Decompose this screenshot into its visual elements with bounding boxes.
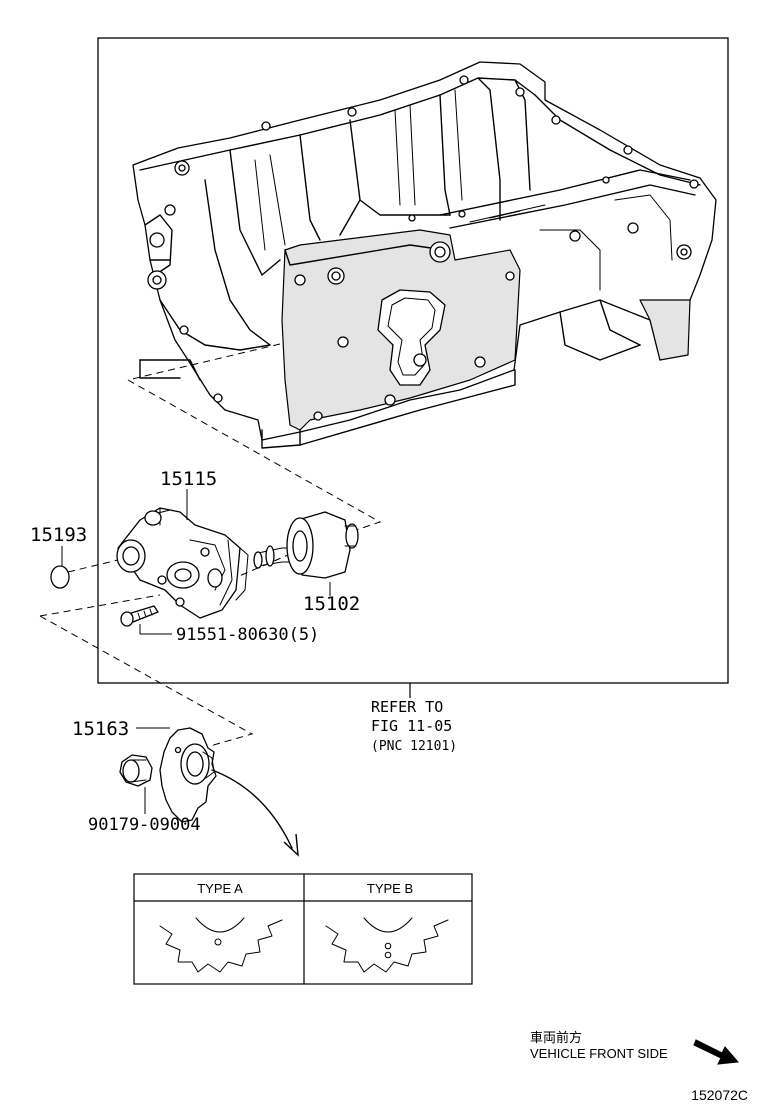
detail-arrow [211, 769, 293, 849]
vehicle-front-arrow-icon [693, 1039, 740, 1065]
label-15163: 15163 [72, 718, 129, 740]
bolt-part[interactable] [120, 605, 159, 627]
label-15115: 15115 [160, 468, 217, 490]
label-15193: 15193 [30, 524, 87, 546]
type-b-sprocket-icon [325, 917, 449, 973]
refer-line-3: (PNC 12101) [371, 739, 457, 754]
rotor-part[interactable] [253, 511, 359, 579]
reference-frame [97, 37, 729, 684]
type-a-label: TYPE A [197, 881, 243, 896]
oil-pump-part[interactable] [116, 507, 249, 619]
label-91551: 91551-80630(5) [176, 625, 319, 645]
label-90179: 90179-09004 [88, 815, 201, 835]
detail-arrowhead [283, 833, 299, 857]
type-a-sprocket-icon [159, 917, 283, 973]
vehicle-front-english: VEHICLE FRONT SIDE [530, 1046, 668, 1061]
refer-line-2: FIG 11-05 [371, 717, 452, 735]
refer-line-1: REFER TO [371, 698, 443, 716]
engine-block [132, 61, 717, 449]
alignment-lines [39, 343, 382, 747]
figure-id: 152072C [691, 1087, 748, 1103]
label-15102: 15102 [303, 593, 360, 615]
type-b-label: TYPE B [367, 881, 413, 896]
o-ring-part[interactable] [50, 565, 70, 589]
leader-lines [61, 489, 331, 814]
type-table [133, 873, 473, 985]
vehicle-front-japanese: 車両前方 [530, 1030, 582, 1045]
nut-part[interactable] [119, 754, 153, 787]
sprocket-part[interactable] [159, 727, 217, 823]
